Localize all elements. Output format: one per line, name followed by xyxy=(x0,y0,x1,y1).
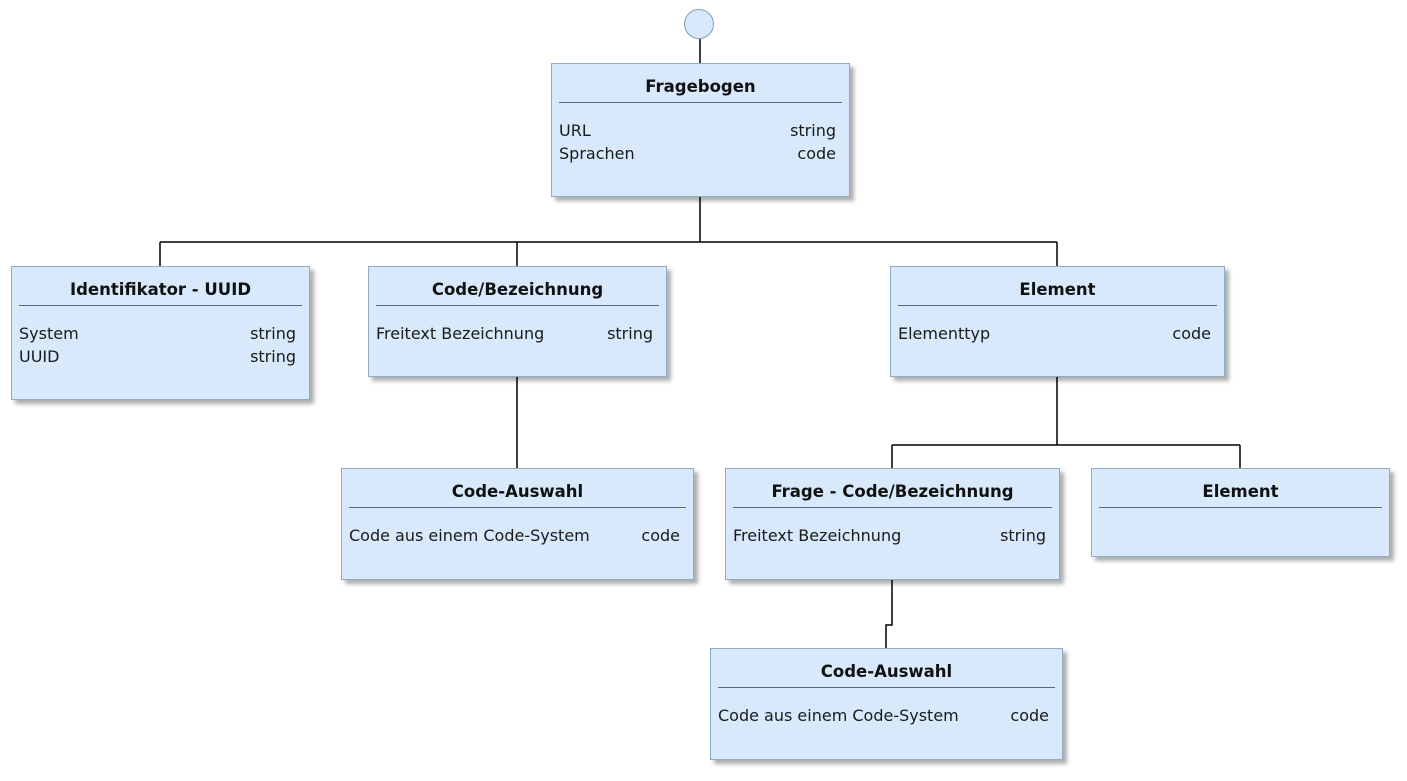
attribute-type: string xyxy=(607,324,653,343)
class-box-code-auswahl[interactable]: Code-Auswahl Code aus einem Code-System … xyxy=(341,468,694,580)
class-box-code-bezeichnung[interactable]: Code/Bezeichnung Freitext Bezeichnung st… xyxy=(368,266,667,377)
attribute-row: Freitext Bezeichnung string xyxy=(733,525,1046,548)
class-title: Code-Auswahl xyxy=(820,662,953,681)
class-title: Code-Auswahl xyxy=(451,482,584,501)
attribute-type: code xyxy=(1172,324,1211,343)
attribute-row: Elementtyp code xyxy=(898,323,1211,346)
start-node xyxy=(684,9,714,39)
attribute-type: code xyxy=(641,526,680,545)
attribute-type: code xyxy=(797,143,836,163)
class-divider xyxy=(733,507,1052,508)
edge-element-children xyxy=(891,377,1241,468)
edge-fragebogen-bus xyxy=(160,197,1057,243)
attribute-name: Code aus einem Code-System xyxy=(718,706,959,725)
class-divider xyxy=(376,305,659,306)
class-box-frage-code-bezeichnung[interactable]: Frage - Code/Bezeichnung Freitext Bezeic… xyxy=(725,468,1060,580)
class-box-code-auswahl-nested[interactable]: Code-Auswahl Code aus einem Code-System … xyxy=(710,648,1063,760)
class-title: Element xyxy=(1019,280,1096,299)
class-title: Element xyxy=(1202,482,1279,501)
attribute-type: code xyxy=(1010,706,1049,725)
attribute-row: Code aus einem Code-System code xyxy=(718,705,1049,728)
class-divider xyxy=(349,507,686,508)
attribute-type: string xyxy=(1000,526,1046,545)
attribute-type: string xyxy=(250,346,296,366)
attribute-row: Freitext Bezeichnung string xyxy=(376,323,653,346)
attribute-row: Sprachen code xyxy=(559,143,836,166)
attribute-name: Freitext Bezeichnung xyxy=(376,324,545,343)
edge-frage-code-auswahl xyxy=(885,580,893,648)
class-divider xyxy=(718,687,1055,688)
class-title: Frage - Code/Bezeichnung xyxy=(771,482,1014,501)
class-box-identifikator-uuid[interactable]: Identifikator - UUID System string UUID … xyxy=(11,266,310,400)
class-box-element-child[interactable]: Element xyxy=(1091,468,1390,557)
attribute-name: Code aus einem Code-System xyxy=(349,526,590,545)
attribute-row: UUID string xyxy=(19,346,296,369)
class-divider xyxy=(898,305,1217,306)
attribute-name: System xyxy=(19,324,79,343)
attribute-name: Freitext Bezeichnung xyxy=(733,526,902,545)
class-title: Fragebogen xyxy=(645,77,756,96)
attribute-row: System string xyxy=(19,323,296,346)
attribute-row: Code aus einem Code-System code xyxy=(349,525,680,548)
class-divider xyxy=(559,102,842,103)
attribute-name: Sprachen xyxy=(559,143,635,163)
class-box-fragebogen[interactable]: Fragebogen URL string Sprachen code xyxy=(551,63,850,197)
class-title: Code/Bezeichnung xyxy=(431,280,604,299)
attribute-type: string xyxy=(790,121,836,140)
class-divider xyxy=(1099,507,1382,508)
attribute-name: Elementtyp xyxy=(898,324,991,343)
attribute-name: URL xyxy=(559,121,591,140)
attribute-row: URL string xyxy=(559,120,836,143)
attribute-name: UUID xyxy=(19,346,60,366)
class-divider xyxy=(19,305,302,306)
attribute-type: string xyxy=(250,324,296,343)
class-box-element[interactable]: Element Elementtyp code xyxy=(890,266,1225,377)
class-title: Identifikator - UUID xyxy=(69,280,252,299)
